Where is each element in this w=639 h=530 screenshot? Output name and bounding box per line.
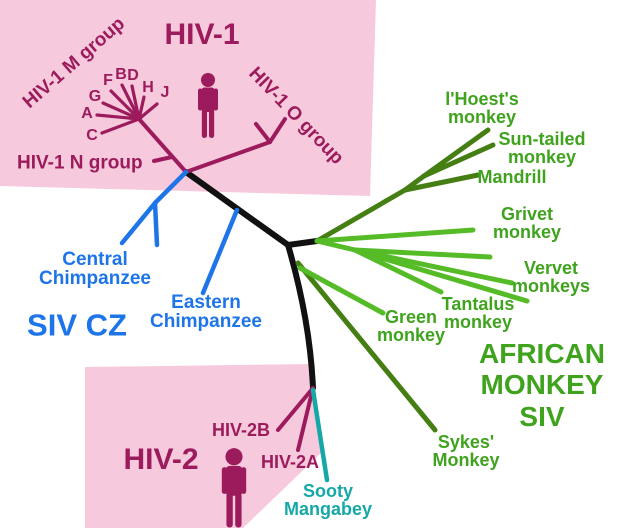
hiv1-branches [95, 83, 287, 174]
sun-tailed-monkey-label: Sun-tailed monkey [498, 130, 585, 166]
lhoests-line1: l'Hoest's [445, 89, 519, 109]
sun-tailed-line2: monkey [507, 147, 577, 167]
sooty-mangabey-branch [310, 387, 330, 483]
sooty-mangabey-label: Sooty Mangabey [284, 482, 372, 518]
sooty-line2: Mangabey [283, 499, 373, 519]
sun-tailed-line1: Sun-tailed [498, 129, 586, 149]
hiv1-subtype-c: C [86, 127, 98, 144]
hiv1-n-group-label: HIV-1 N group [17, 152, 143, 174]
chimpanzee-branches [119, 169, 240, 296]
hiv2b-label: HIV-2B [211, 420, 271, 440]
hiv1-subtype-f: F [103, 72, 113, 89]
grivet-line1: Grivet [500, 204, 554, 224]
eastern-chimpanzee-line1: Eastern [171, 292, 241, 313]
sykes-line1: Sykes' [437, 432, 495, 452]
eastern-chimpanzee-label: Eastern Chimpanzee [150, 293, 262, 331]
hiv1-subtype-a: A [81, 105, 93, 122]
african-siv-line1: AFRICAN [479, 337, 605, 369]
green-monkey-label: Green monkey [377, 308, 445, 344]
hiv2a-label: HIV-2A [260, 452, 320, 472]
lhoests-monkey-label: l'Hoest's monkey [445, 90, 519, 126]
hiv2-branches [276, 386, 315, 452]
tantalus-line1: Tantalus [441, 294, 515, 314]
green-monkey-line2: monkey [376, 325, 446, 345]
grivet-line2: monkey [492, 222, 562, 242]
sooty-line1: Sooty [302, 481, 353, 501]
green-monkey-line1: Green [384, 307, 438, 327]
lhoests-line2: monkey [447, 107, 517, 127]
grivet-monkey-label: Grivet monkey [493, 205, 561, 241]
hiv1-subtype-d: D [127, 67, 139, 84]
hiv1-subtype-j: J [160, 84, 170, 101]
african-siv-line3: SIV [519, 400, 565, 432]
african-monkey-siv-title: AFRICAN MONKEY SIV [479, 338, 605, 432]
hiv1-title: HIV-1 [164, 18, 240, 51]
monkey-branches [295, 127, 530, 433]
hiv1-subtype-g: G [88, 88, 102, 105]
siv-cz-label: SIV CZ [27, 307, 127, 343]
mandrill-label: Mandrill [477, 167, 547, 187]
tantalus-monkey-label: Tantalus monkey [442, 295, 515, 331]
african-siv-line2: MONKEY [480, 369, 604, 401]
hiv1-subtype-h: H [142, 79, 154, 96]
sykes-monkey-label: Sykes' Monkey [432, 433, 499, 469]
sykes-line2: Monkey [432, 450, 500, 470]
trunk-branches [183, 169, 320, 391]
central-chimpanzee-line2: Chimpanzee [39, 268, 151, 289]
tantalus-line2: monkey [443, 312, 513, 332]
vervet-monkeys-label: Vervet monkeys [512, 259, 590, 295]
hiv1-subtype-b: B [115, 66, 127, 83]
hiv2-title: HIV-2 [123, 443, 199, 476]
eastern-chimpanzee-line2: Chimpanzee [150, 311, 262, 332]
hiv1-region-background [0, 0, 376, 196]
vervet-line1: Vervet [523, 258, 579, 278]
vervet-line2: monkeys [511, 276, 591, 296]
central-chimpanzee-label: Central Chimpanzee [39, 250, 151, 288]
central-chimpanzee-line1: Central [62, 249, 128, 270]
hiv2-region-background [85, 364, 322, 528]
hiv1-m-group-fan [95, 83, 159, 135]
